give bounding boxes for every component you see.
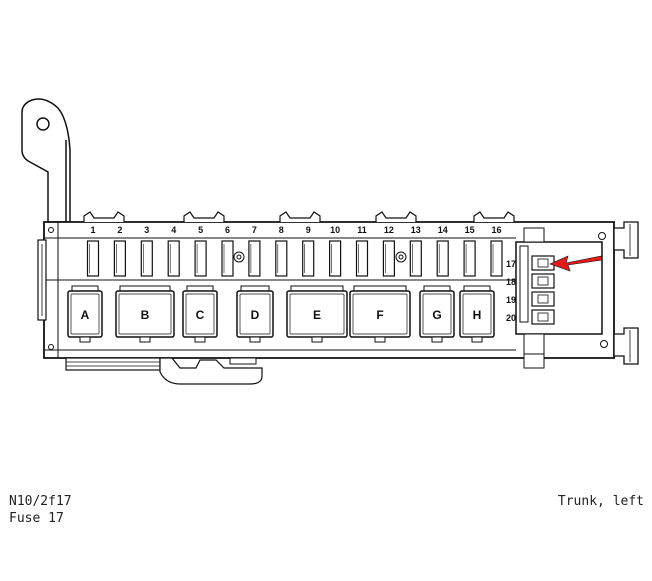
fuse-number-label: 11 [357,225,367,235]
fuse-number-label: 12 [384,225,394,235]
fuse-6[interactable]: 6 [221,225,234,277]
fuse-number-label: 15 [465,225,475,235]
fuse-11[interactable]: 11 [355,225,369,277]
fuse-13[interactable]: 13 [409,225,422,277]
relay-c[interactable]: C [182,285,218,343]
relay-label: C [196,308,205,322]
housing-clip [375,211,417,222]
fuse-2[interactable]: 2 [113,225,127,277]
fuse-9[interactable]: 9 [302,225,315,277]
fuse-10[interactable]: 10 [329,225,342,277]
relay-label: E [313,308,321,322]
fuse-number-label: 6 [225,225,230,235]
fuse-number-label: 16 [491,225,501,235]
fuse-19[interactable]: 19 [506,291,555,307]
relay-e[interactable]: E [286,285,348,343]
location-label: Trunk, left [557,494,644,509]
fuse-number-label: 14 [438,225,448,235]
side-fuse-number-label: 18 [506,277,516,287]
fuse-17[interactable]: 17 [506,255,555,271]
fuse-3[interactable]: 3 [140,225,153,277]
fuse-number-label: 13 [411,225,421,235]
relay-d[interactable]: D [236,285,274,343]
fuse-7[interactable]: 7 [248,225,261,277]
fuse-number-label: 2 [117,225,122,235]
fuse-number-label: 8 [279,225,284,235]
fuse-5[interactable]: 5 [194,225,207,277]
housing-clips [83,211,515,222]
relay-row: A B C D E F G H [67,285,495,343]
relay-a[interactable]: A [67,285,103,343]
housing-clip [183,211,225,222]
fuse-12[interactable]: 12 [382,225,395,277]
relay-label: D [251,308,260,322]
fuse-number-label: 3 [144,225,149,235]
fuse-20[interactable]: 20 [506,309,555,325]
relay-g[interactable]: G [419,285,455,343]
fuse-number-label: 7 [252,225,257,235]
side-fuse-number-label: 20 [506,313,516,323]
relay-b[interactable]: B [115,285,175,343]
fuse-16[interactable]: 16 [490,225,503,277]
fuse-1[interactable]: 1 [86,225,100,277]
mounting-bracket [21,98,71,223]
fuse-15[interactable]: 15 [463,225,476,277]
relay-label: H [473,308,482,322]
relay-label: F [376,308,383,322]
highlight-arrow [549,255,603,272]
fuse-4[interactable]: 4 [167,225,180,277]
relay-h[interactable]: H [459,285,495,343]
fuse-label: Fuse 17 [9,511,64,526]
relay-label: G [432,308,441,322]
fuse-number-label: 4 [171,225,176,235]
housing-clip [473,211,515,222]
relay-label: A [81,308,90,322]
fuse-number-label: 1 [90,225,95,235]
side-fuse-number-label: 19 [506,295,516,305]
housing-clip [279,211,321,222]
fuse-number-label: 9 [306,225,311,235]
component-code: N10/2f17 [9,494,72,509]
side-fuse-number-label: 17 [506,259,516,269]
housing-clip [83,211,125,222]
fuse-8[interactable]: 8 [275,225,288,277]
relay-label: B [141,308,150,322]
fuse-18[interactable]: 18 [506,273,555,289]
relay-f[interactable]: F [349,285,411,343]
side-fuse-block: 17 18 19 20 [506,255,555,325]
fuse-number-label: 10 [330,225,340,235]
fuse-14[interactable]: 14 [436,225,449,277]
fuse-number-label: 5 [198,225,203,235]
